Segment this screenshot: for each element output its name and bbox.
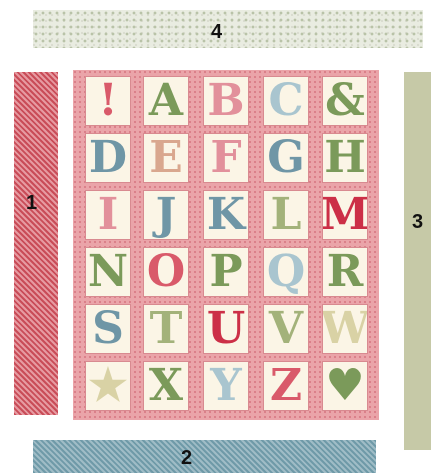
block-s: S xyxy=(85,304,131,354)
letter-l: L xyxy=(271,193,302,237)
letter-r: R xyxy=(327,250,364,294)
block-star: ★ xyxy=(85,361,131,411)
letter-f: F xyxy=(210,136,241,180)
letter-y: Y xyxy=(210,364,241,408)
block-i: I xyxy=(85,190,131,240)
block-f: F xyxy=(203,133,249,183)
letter-i: I xyxy=(98,193,119,237)
border-strip-2 xyxy=(33,440,376,473)
letter-a: A xyxy=(149,79,183,123)
block-e: E xyxy=(143,133,189,183)
alphabet-panel: ! A B C & D E F G H I J K L M N O P Q R … xyxy=(73,70,379,420)
letter-x: X xyxy=(149,364,183,408)
block-d: D xyxy=(85,133,131,183)
letter-d: D xyxy=(89,136,127,180)
block-j: J xyxy=(143,190,189,240)
strip-number-1: 1 xyxy=(26,193,37,213)
block-g: G xyxy=(263,133,309,183)
letter-k: K xyxy=(207,193,245,237)
block-p: P xyxy=(203,247,249,297)
block-x: X xyxy=(143,361,189,411)
block-b: B xyxy=(203,76,249,126)
block-m: M xyxy=(322,190,368,240)
border-strip-3 xyxy=(404,72,431,450)
letter-q: Q xyxy=(267,250,305,294)
strip-number-2: 2 xyxy=(181,448,192,468)
heart-icon: ♥ xyxy=(325,364,364,408)
letter-j: J xyxy=(156,193,177,237)
letter-w: W xyxy=(322,307,368,351)
block-y: Y xyxy=(203,361,249,411)
border-strip-4 xyxy=(33,10,423,48)
block-v: V xyxy=(263,304,309,354)
block-u: U xyxy=(203,304,249,354)
letter-e: E xyxy=(149,136,183,180)
letter-exclamation: ! xyxy=(98,79,117,123)
block-n: N xyxy=(85,247,131,297)
block-z: Z xyxy=(263,361,309,411)
letter-n: N xyxy=(88,250,128,294)
strip-number-4: 4 xyxy=(211,22,222,42)
letter-p: P xyxy=(209,250,242,294)
block-a: A xyxy=(143,76,189,126)
border-strip-1 xyxy=(14,72,58,415)
block-q: Q xyxy=(263,247,309,297)
star-icon: ★ xyxy=(88,364,127,408)
block-t: T xyxy=(143,304,189,354)
letter-m: M xyxy=(322,193,368,237)
letter-c: C xyxy=(268,79,303,123)
letter-ampersand: & xyxy=(325,79,365,123)
letter-u: U xyxy=(207,307,245,351)
letter-z: Z xyxy=(270,364,302,408)
letter-v: V xyxy=(269,307,303,351)
block-r: R xyxy=(322,247,368,297)
letter-h: H xyxy=(324,136,366,180)
letter-b: B xyxy=(207,79,244,123)
block-l: L xyxy=(263,190,309,240)
block-k: K xyxy=(203,190,249,240)
letter-t: T xyxy=(150,307,183,351)
letter-o: O xyxy=(147,250,185,294)
block-ampersand: & xyxy=(322,76,368,126)
letter-s: S xyxy=(92,307,124,351)
block-w: W xyxy=(322,304,368,354)
strip-number-3: 3 xyxy=(412,212,423,232)
block-o: O xyxy=(143,247,189,297)
letter-g: G xyxy=(267,136,305,180)
block-c: C xyxy=(263,76,309,126)
block-h: H xyxy=(322,133,368,183)
block-exclamation: ! xyxy=(85,76,131,126)
block-heart: ♥ xyxy=(322,361,368,411)
